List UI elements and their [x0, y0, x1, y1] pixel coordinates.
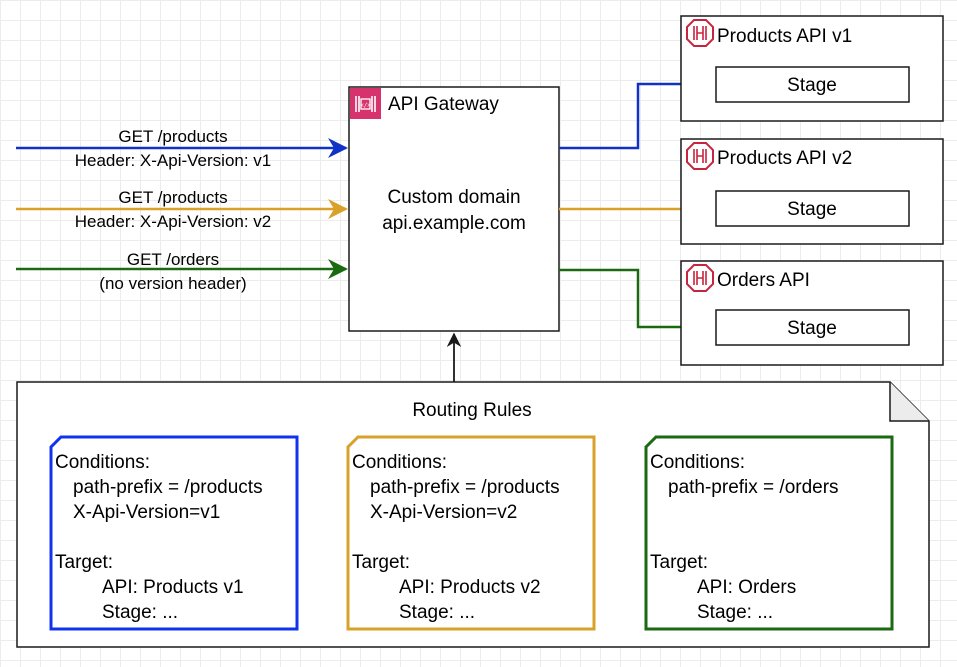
condition-item: X-Api-Version=v1 — [73, 502, 220, 523]
svg-text:</>: </> — [360, 102, 371, 109]
rule-card-products-v1[interactable]: Conditions: path-prefix = /products X-Ap… — [49, 435, 299, 631]
request-label-line1: GET /products — [118, 188, 227, 207]
api-title: Products API v2 — [717, 148, 852, 169]
custom-domain-label: Custom domain — [387, 187, 520, 208]
request-arrows — [16, 138, 348, 279]
request-label-line2: Header: X-Api-Version: v1 — [75, 151, 272, 170]
rest-api-icon — [686, 142, 714, 170]
target-label: Target: — [55, 552, 113, 573]
target-item: Stage: ... — [102, 602, 178, 623]
target-item: API: Orders — [697, 577, 796, 598]
condition-item: path-prefix = /products — [370, 477, 560, 498]
target-label: Target: — [352, 552, 410, 573]
request-label-line1: GET /products — [118, 127, 227, 146]
request-label-line2: (no version header) — [99, 274, 246, 293]
rule-card-orders[interactable]: Conditions: path-prefix = /orders Target… — [644, 435, 894, 631]
custom-domain-value: api.example.com — [382, 213, 526, 234]
rest-api-icon — [686, 264, 714, 292]
stage-box[interactable] — [715, 309, 910, 346]
rest-api-icon — [686, 19, 714, 47]
connector-orders — [559, 268, 716, 337]
condition-item: path-prefix = /orders — [668, 477, 839, 498]
api-title: Orders API — [717, 270, 810, 291]
stage-box[interactable] — [715, 190, 910, 227]
routing-rules-title: Routing Rules — [412, 400, 531, 421]
condition-item: path-prefix = /products — [73, 477, 263, 498]
api-container-products-v1[interactable]: Products API v1 Stage — [680, 15, 944, 122]
target-item: API: Products v2 — [399, 577, 541, 598]
conditions-label: Conditions: — [352, 452, 447, 473]
rule-card-products-v2[interactable]: Conditions: path-prefix = /products X-Ap… — [346, 435, 596, 631]
api-title: Products API v1 — [717, 26, 852, 47]
stage-label: Stage — [787, 199, 837, 220]
request-label-line2: Header: X-Api-Version: v2 — [75, 212, 272, 231]
target-item: Stage: ... — [697, 602, 773, 623]
request-label-line1: GET /orders — [127, 250, 219, 269]
stage-label: Stage — [787, 318, 837, 339]
stage-label: Stage — [787, 75, 837, 96]
api-gateway-icon: </> — [350, 88, 381, 119]
target-label: Target: — [650, 552, 708, 573]
api-gateway-title: API Gateway — [388, 94, 499, 115]
request-labels: GET /products Header: X-Api-Version: v1 … — [75, 127, 272, 293]
stage-box[interactable] — [715, 66, 910, 103]
api-container-orders[interactable]: Orders API Stage — [680, 260, 944, 366]
target-item: API: Products v1 — [102, 577, 244, 598]
condition-item: X-Api-Version=v2 — [370, 502, 517, 523]
conditions-label: Conditions: — [650, 452, 745, 473]
connector-products-v1 — [559, 74, 716, 150]
api-container-products-v2[interactable]: Products API v2 Stage — [680, 138, 944, 245]
target-item: Stage: ... — [399, 602, 475, 623]
conditions-label: Conditions: — [55, 452, 150, 473]
api-gateway-box[interactable]: </> API Gateway Custom domain api.exampl… — [348, 86, 560, 332]
